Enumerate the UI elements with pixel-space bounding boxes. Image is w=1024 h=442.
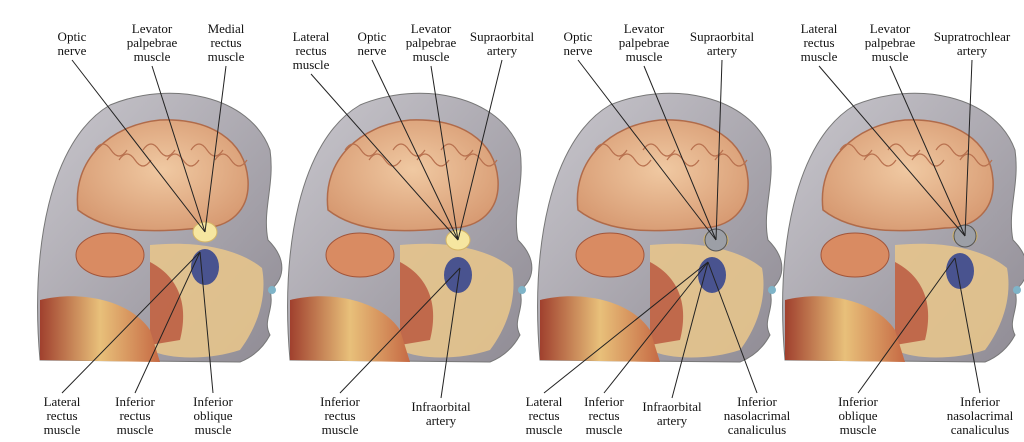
label-p2-optic-nerve: Optic nerve (357, 29, 387, 58)
leader-p2-lateral-rectus (310, 73, 459, 241)
label-p2-infraorbital: Infraorbital artery (411, 399, 471, 428)
leader-p2-supraorbital (457, 59, 503, 241)
nose-tip-4 (1013, 286, 1021, 294)
label-p2-levator: Levator palpebrae muscle (405, 21, 457, 64)
leader-p3-infraorbital (671, 261, 709, 399)
leader-p4-levator (889, 65, 966, 237)
jaw-muscle-2 (400, 262, 434, 345)
blue-region-4 (946, 253, 974, 289)
label-p1-inferior-oblique: Inferior oblique muscle (193, 394, 233, 437)
neck-3 (540, 296, 660, 362)
leader-p1-optic-nerve (71, 59, 206, 233)
nose-tip-2 (518, 286, 526, 294)
leader-p1-inferior-rectus (134, 251, 201, 394)
cerebellum-4 (820, 232, 890, 278)
leader-p2-levator (430, 65, 459, 241)
leader-p1-lateral-rectus (61, 251, 201, 394)
nose-tip-1 (268, 286, 276, 294)
label-p4-levator: Levator palpebrae muscle (864, 21, 916, 64)
label-p4-supratrochlear: Supratrochlear artery (933, 29, 1011, 58)
head-section-4 (782, 92, 1024, 363)
label-p3-supraorbital: Supraorbital artery (689, 29, 755, 58)
neck-4 (785, 296, 905, 362)
blue-region-1 (191, 249, 219, 285)
neck-2 (290, 296, 410, 362)
leader-p4-supratrochlear (964, 59, 973, 237)
leader-p1-medial-rectus (204, 65, 227, 233)
label-p4-lateral-rectus: Lateral rectus muscle (800, 21, 838, 64)
label-p3-optic-nerve: Optic nerve (563, 29, 593, 58)
neck-1 (40, 296, 160, 362)
leader-p2-optic-nerve (371, 59, 459, 241)
label-p4-nasolacrimal: Inferior nasolacrimal canaliculus (946, 394, 1014, 437)
leader-p3-levator (643, 65, 717, 241)
label-p1-medial-rectus: Medial rectus muscle (207, 21, 245, 64)
leader-p1-inferior-oblique (199, 251, 214, 394)
leader-p4-nasolacrimal (954, 257, 981, 394)
leader-p4-lateral-rectus (818, 65, 966, 237)
leader-p1-levator (151, 65, 206, 233)
leader-p3-inferior-rectus (603, 261, 709, 394)
label-p3-levator: Levator palpebrae muscle (618, 21, 670, 64)
jaw-muscle-4 (895, 262, 929, 345)
cerebellum-2 (325, 232, 395, 278)
jaw-muscle-1 (150, 262, 184, 345)
label-p1-levator: Levator palpebrae muscle (126, 21, 178, 64)
leader-p3-optic-nerve (577, 59, 717, 241)
leader-p3-lateral-rectus (543, 261, 709, 394)
leader-p3-supraorbital (715, 59, 723, 241)
blue-region-3 (698, 257, 726, 293)
label-p3-infraorbital: Infraorbital artery (642, 399, 702, 428)
label-p3-inferior-rectus: Inferior rectus muscle (584, 394, 624, 437)
blue-region-2 (444, 257, 472, 293)
label-p1-inferior-rectus: Inferior rectus muscle (115, 394, 155, 437)
cerebellum-3 (575, 232, 645, 278)
cerebellum-1 (75, 232, 145, 278)
label-p3-nasolacrimal: Inferior nasolacrimal canaliculus (723, 394, 791, 437)
label-p2-lateral-rectus: Lateral rectus muscle (292, 29, 330, 72)
leader-p3-nasolacrimal (707, 261, 758, 394)
nose-tip-3 (768, 286, 776, 294)
head-section-2 (287, 92, 533, 363)
leader-p2-inferior-rectus (339, 267, 461, 394)
label-p1-lateral-rectus: Lateral rectus muscle (43, 394, 81, 437)
label-p3-lateral-rectus: Lateral rectus muscle (525, 394, 563, 437)
label-p2-supraorbital: Supraorbital artery (469, 29, 535, 58)
label-p1-optic-nerve: Optic nerve (57, 29, 87, 58)
leader-p4-inferior-oblique (857, 257, 956, 394)
head-section-1 (37, 92, 283, 363)
label-p4-inferior-oblique: Inferior oblique muscle (838, 394, 878, 437)
head-section-3 (537, 92, 783, 363)
leader-p2-infraorbital (440, 267, 461, 399)
label-p2-inferior-rectus: Inferior rectus muscle (320, 394, 360, 437)
